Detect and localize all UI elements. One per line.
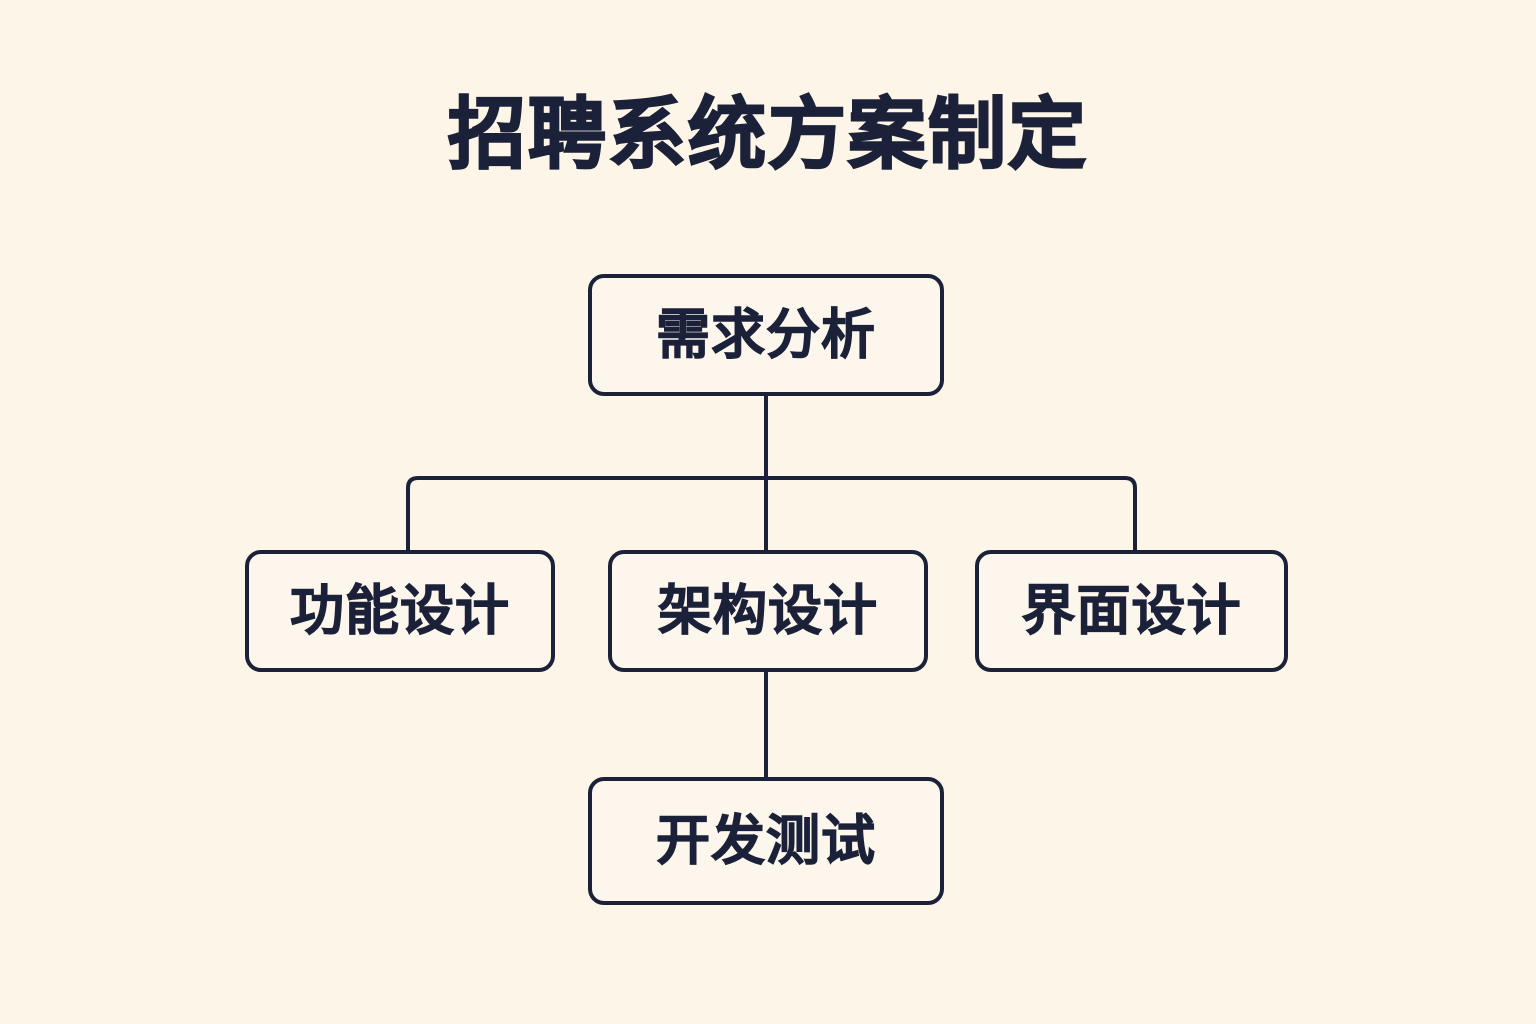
node-label: 开发测试 (656, 811, 876, 871)
node-label: 需求分析 (656, 305, 876, 365)
edge-bus-right (766, 476, 1137, 550)
node-development-testing[interactable]: 开发测试 (588, 777, 944, 905)
node-architecture-design[interactable]: 架构设计 (608, 550, 928, 672)
node-function-design[interactable]: 功能设计 (245, 550, 555, 672)
page-title: 招聘系统方案制定 (447, 89, 1088, 179)
node-requirement-analysis[interactable]: 需求分析 (588, 274, 944, 396)
node-interface-design[interactable]: 界面设计 (975, 550, 1288, 672)
node-label: 功能设计 (290, 581, 510, 641)
edge-bus-left (406, 476, 766, 550)
node-label: 界面设计 (1021, 581, 1242, 641)
node-label: 架构设计 (658, 581, 878, 641)
